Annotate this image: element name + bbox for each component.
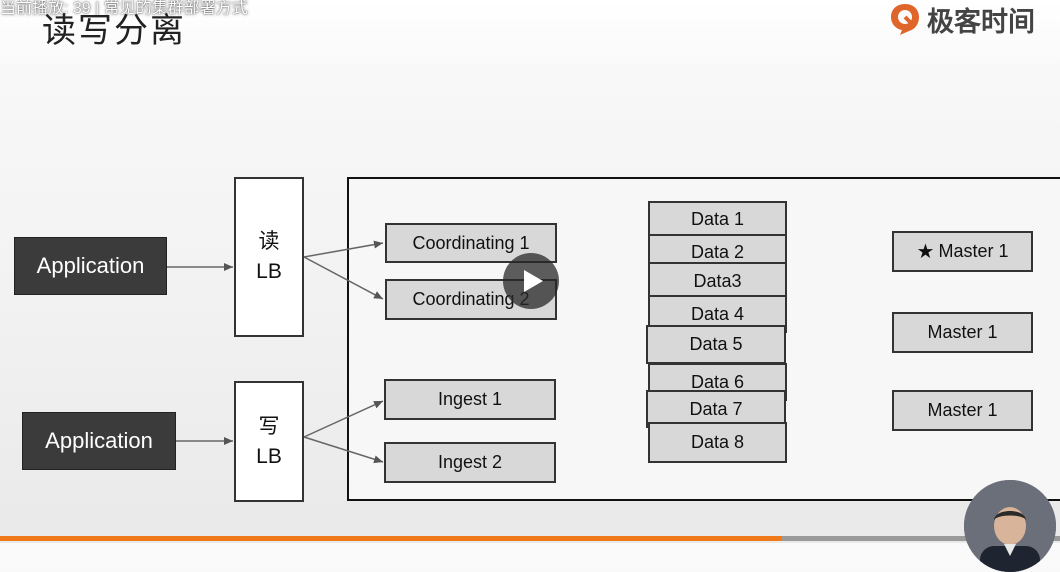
now-playing-label: 当前播放: 39 | 常见的集群部署方式 [0,0,248,17]
star-icon: ★ [916,241,935,263]
ingest-node-2: Ingest 2 [384,442,556,483]
video-progress-bar[interactable] [0,536,1060,541]
data-node-5: Data 5 [646,325,786,364]
arrow-read-lb-to-coordinating-1 [303,240,384,258]
application-box-write: Application [22,412,176,470]
read-lb-label: 读 [258,230,280,253]
presenter-figure [964,480,1056,572]
connection-lines [167,240,384,464]
master-label: Master 1 [938,241,1009,261]
ingest-node-1: Ingest 1 [384,379,556,420]
brand-name: 极客时间 [927,6,1035,38]
write-lb-label: 写 [258,414,280,438]
brand: 极客时间 [887,0,1035,38]
slide-title: 读写分离 [42,11,186,51]
geek-time-logo-icon [891,4,919,35]
video-progress-fill [0,536,783,541]
master-node-3: Master 1 [892,390,1033,431]
presenter-avatar [964,480,1056,572]
coordinating-node-1: Coordinating 1 [385,223,557,263]
arrow-write-lb-to-ingest-1 [303,400,384,438]
read-lb-sublabel: LB [256,260,282,283]
master-node-2: Master 1 [892,312,1033,353]
write-load-balancer: 写 LB [234,381,304,502]
data-node-8: Data 8 [648,422,787,463]
arrow-write-lb-to-ingest-2 [303,436,384,464]
play-icon [524,270,543,292]
write-lb-sublabel: LB [256,444,282,468]
application-box-read: Application [14,237,167,295]
arrow-read-lb-to-coordinating-2 [303,256,384,300]
top-fade [0,0,1060,70]
read-load-balancer: 读 LB [234,177,304,337]
play-button[interactable] [503,253,559,309]
master-node-1: ★ Master 1 [892,231,1033,272]
data-node-1: Data 1 [648,201,787,238]
